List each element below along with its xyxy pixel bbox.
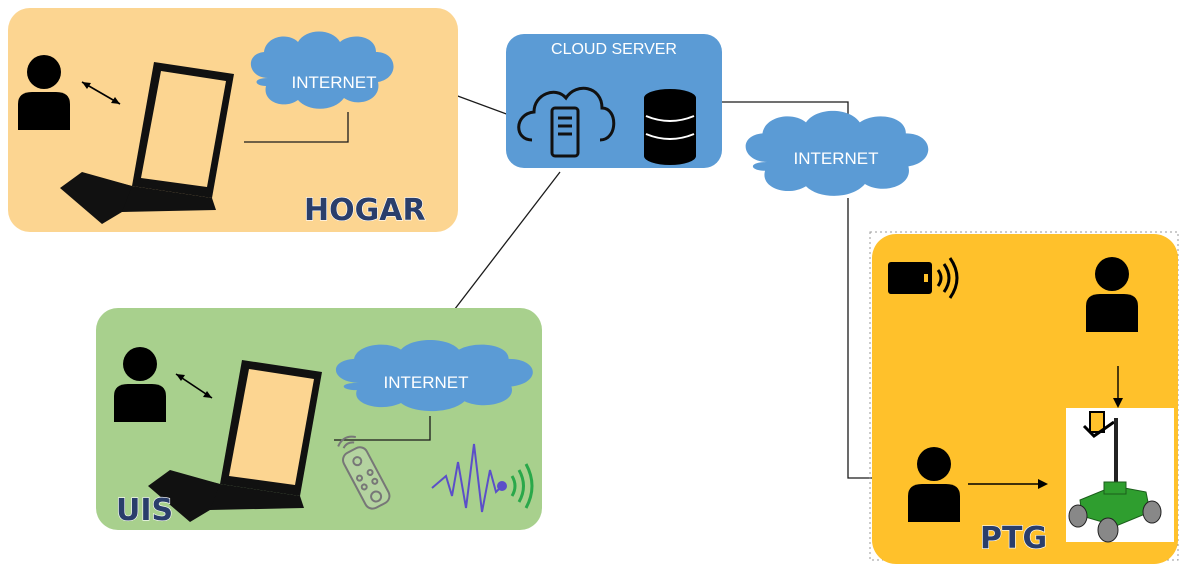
zone-uis: INTERNET UIS <box>96 308 542 530</box>
internet-label-uis: INTERNET <box>384 373 469 392</box>
robot-icon <box>1066 408 1174 543</box>
zone-label-ptg: PTG <box>980 521 1047 556</box>
zone-ptg: PTG <box>869 231 1179 564</box>
zone-label-uis: UIS <box>116 493 173 528</box>
zone-hogar: INTERNET HOGAR <box>8 8 458 232</box>
internet-label-server: INTERNET <box>794 149 879 168</box>
internet-cloud-uis: INTERNET <box>335 340 533 412</box>
wire-laptop-internet-hogar <box>244 112 349 143</box>
server-title: CLOUD SERVER <box>551 41 677 58</box>
cloud-server: CLOUD SERVER <box>506 34 722 168</box>
wire-laptop-internet-uis <box>334 416 431 441</box>
internet-cloud-server: INTERNET <box>745 110 929 196</box>
internet-cloud-hogar: INTERNET <box>250 31 394 109</box>
signal-wave-icon <box>431 443 534 513</box>
wire-internet-right-ptg <box>847 198 872 479</box>
rfid-reader-icon <box>888 257 959 299</box>
internet-label-hogar: INTERNET <box>292 73 377 92</box>
database-icon <box>644 89 696 165</box>
zone-label-hogar: HOGAR <box>304 193 426 228</box>
cloud-server-icon <box>517 86 616 158</box>
remote-control-icon <box>337 435 391 510</box>
